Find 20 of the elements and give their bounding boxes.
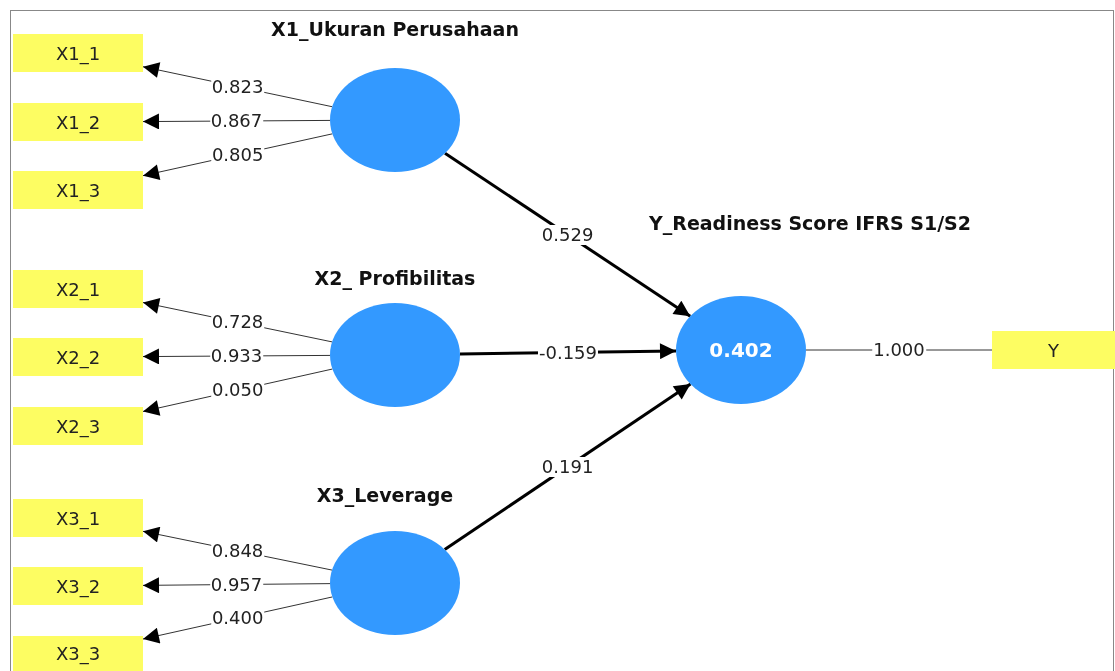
construct-name: X1_Ukuran Perusahaan xyxy=(271,18,519,40)
indicator-box: X3_3 xyxy=(13,636,143,671)
indicator-box: X1_3 xyxy=(13,171,143,209)
indicator-box: X3_2 xyxy=(13,567,143,605)
indicator-box: X2_2 xyxy=(13,338,143,376)
indicator-box: X1_1 xyxy=(13,34,143,72)
construct-name: X2_ Profibilitas xyxy=(314,267,476,289)
arrow xyxy=(443,382,692,551)
indicator-box: Y xyxy=(992,331,1115,369)
construct-name: Y_Readiness Score IFRS S1/S2 xyxy=(649,212,971,234)
indicator-box: X1_2 xyxy=(13,103,143,141)
edge-label: 0.400 xyxy=(210,608,265,628)
edge-label: 0.191 xyxy=(540,456,595,477)
edge-label: 0.529 xyxy=(540,224,595,245)
indicator-box: X2_3 xyxy=(13,407,143,445)
arrow xyxy=(444,152,692,318)
construct-name: X3_Leverage xyxy=(316,484,454,506)
indicator-box: X3_1 xyxy=(13,499,143,537)
indicator-box: X2_1 xyxy=(13,270,143,308)
r-squared-value: 0.402 xyxy=(709,338,773,362)
